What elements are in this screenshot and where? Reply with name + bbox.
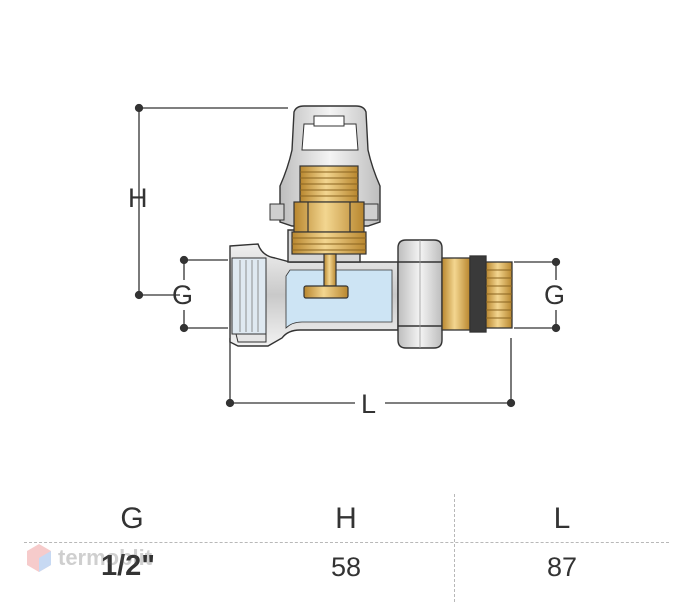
table-value-g: 1/2": [100, 550, 156, 582]
dimension-g-right: [514, 257, 561, 333]
dimension-g-left: [179, 255, 228, 333]
spec-table: G H L 1/2" 58 87: [0, 490, 692, 603]
dimension-l: [225, 338, 516, 408]
dimension-h-label: H: [128, 183, 148, 213]
brass-tailpiece: [441, 255, 513, 333]
table-header-l: L: [553, 502, 571, 535]
table-divider-horizontal: [24, 542, 669, 543]
dimension-g-right-label: G: [544, 280, 565, 310]
dimension-l-label: L: [361, 389, 376, 419]
dimension-h: [134, 103, 288, 300]
watermark-text: termoblit: [58, 545, 153, 570]
table-divider-vertical: [454, 494, 455, 602]
table-value-h: 58: [330, 552, 362, 582]
watermark: termoblit: [26, 543, 152, 573]
dimension-g-left-label: G: [172, 280, 193, 310]
brass-insert: [291, 165, 367, 299]
table-value-l: 87: [546, 552, 578, 582]
table-header-h: H: [335, 502, 357, 535]
union-nut: [397, 239, 443, 349]
table-header-g: G: [120, 502, 144, 535]
valve-drawing: H G G L: [128, 103, 565, 419]
watermark-logo-icon: [27, 544, 51, 572]
